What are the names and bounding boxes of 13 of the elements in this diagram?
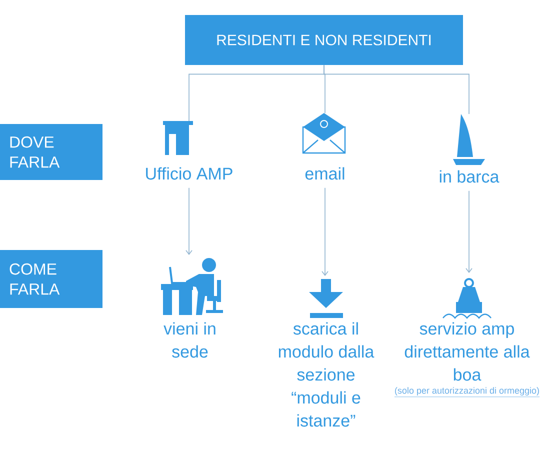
title-box: RESIDENTI E NON RESIDENTI	[185, 15, 463, 65]
caption-text: vieni in sede	[164, 322, 216, 358]
arrow	[466, 190, 472, 273]
label-box: COME FARLA	[0, 250, 102, 308]
note-link: (solo per autorizzazioni di ormeggio)	[394, 387, 540, 398]
caption-text: Ufficio AMP	[146, 167, 232, 180]
caption-text: servizio amp direttamente alla boa	[404, 322, 530, 381]
caption-text: email	[305, 167, 344, 180]
label-box: DOVE FARLA	[0, 124, 102, 180]
arrow	[186, 187, 192, 255]
caption-text: scarica il modulo dalla sezione “moduli e istanze”	[278, 322, 374, 427]
arrow	[322, 187, 328, 276]
caption-text: in barca	[440, 170, 500, 183]
